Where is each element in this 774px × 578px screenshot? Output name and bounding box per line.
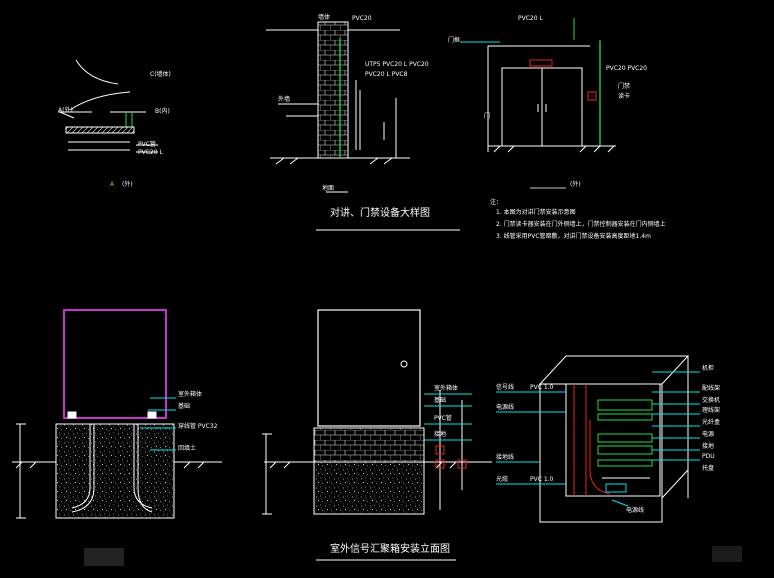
detail-c-label-right-3: 读卡 [618, 92, 630, 100]
detail-a-caption-group: A (外) [110, 180, 133, 188]
notes-line-2: 2. 门禁读卡器安装在门外侧墙上，门禁控制器安装在门内侧墙上 [496, 220, 666, 228]
detail-a-label-c: C(墙体) [150, 70, 171, 78]
cabinet-label-2: 基础 [178, 402, 190, 410]
detail-c-tag-top: PVC20 L [518, 15, 543, 22]
box-label-1: 室外箱体 [434, 384, 458, 392]
rack-label-left-3: 接地线 [496, 453, 514, 461]
cabinet-label-3: 穿线管 PVC32 [178, 422, 218, 430]
notes-line-3: 3. 线管采用PVC管暗敷，对讲门禁设备安装高度距地1.4m [496, 232, 651, 240]
rack-label-right-6: 电源 [702, 430, 714, 438]
cabinet-outline [63, 309, 167, 419]
rack-label-left-2: 电源线 [496, 403, 514, 411]
cabinet-handle [400, 360, 408, 368]
detail-a-dim-2: PVC20 L [138, 149, 163, 156]
rack-label-right-9: 托盘 [702, 464, 714, 472]
box-label-4: 接地 [434, 430, 446, 438]
detail-b-tag-3: PVC20 L PVC8 [365, 71, 408, 78]
detail-b-left-label: 外墙 [278, 95, 290, 103]
detail-c-label-right-1: PVC20 PVC20 [606, 65, 647, 72]
detail-c-label-right-2: 门禁 [618, 82, 630, 90]
rack-label-mid-1: PVC 1.0 [530, 384, 554, 391]
detail-b-tag-2: UTP5 PVC20 L PVC20 [365, 61, 429, 68]
detail-b-bottom-label: 地面 [322, 184, 334, 192]
detail-b-top-label: 墙体 [318, 13, 330, 21]
rack-cabinet-isometric [496, 355, 700, 523]
cabinet-foundation-fill [55, 423, 175, 519]
cabinet-foundation-section [12, 309, 222, 519]
cabinet-box [317, 309, 421, 427]
box-label-3: PVC管 [434, 414, 452, 422]
detail-a-label-a: A(外) [58, 106, 73, 114]
rack-label-left-1: 信号线 [496, 383, 514, 391]
rack-label-right-5: 光纤盒 [702, 418, 720, 426]
rack-label-right-3: 交换机 [702, 396, 720, 404]
detail-a-caption-unit: (外) [122, 180, 133, 188]
rack-label-right-2: 配线架 [702, 384, 720, 392]
wall-curve-b [69, 91, 131, 111]
rack-label-left-4: 光缆 [496, 475, 508, 483]
cabinet-gravel-base [313, 461, 425, 515]
notes-heading: 注： [490, 198, 502, 206]
detail-b-wall-section [266, 21, 410, 193]
rack-label-bottom: 电源线 [626, 506, 644, 514]
section-title: 对讲、门禁设备大样图 [330, 206, 430, 219]
detail-a-dim-1: PVC管 [138, 140, 156, 148]
rack-label-right-4: 理线架 [702, 406, 720, 414]
rack-label-right-7: 接地 [702, 442, 714, 450]
detail-a-label-b: B(内) [155, 107, 170, 115]
bottom-right-smudge [712, 546, 742, 562]
rack-label-right-1: 机柜 [702, 364, 714, 372]
cabinet-brick-base [313, 427, 425, 463]
rack-label-right-8: PDU [702, 453, 715, 460]
detail-b-tag-1: PVC20 [352, 15, 372, 22]
rack-right-labels: 机柜 配线架 交换机 理线架 光纤盒 电源 接地 PDU 托盘 [702, 364, 720, 472]
notes-line-1: 1. 本图为对讲门禁安装示意图 [496, 208, 576, 216]
detail-c-side-label: 门 [484, 112, 490, 120]
cabinet-brick-base-section [262, 309, 492, 515]
detail-c-label-left: 门框 [448, 36, 460, 44]
detail-c-door-elevation [460, 18, 616, 153]
notes-block: 注： 1. 本图为对讲门禁安装示意图 2. 门禁读卡器安装在门外侧墙上，门禁控制… [490, 198, 666, 240]
cabinet-label-1: 室外箱体 [178, 390, 202, 398]
detail-a-wall-section [58, 59, 158, 153]
cabinet-label-4: 回填土 [178, 444, 196, 452]
rack-label-mid-2: PVC 1.0 [530, 476, 554, 483]
bottom-left-smudge [84, 548, 124, 566]
wall-curve-c [75, 59, 119, 85]
detail-a-caption: A [110, 181, 115, 188]
box-label-2: 基础 [434, 396, 446, 404]
detail-c-caption: (外) [570, 180, 581, 188]
bottom-title: 室外信号汇聚箱安装立面图 [330, 542, 450, 555]
